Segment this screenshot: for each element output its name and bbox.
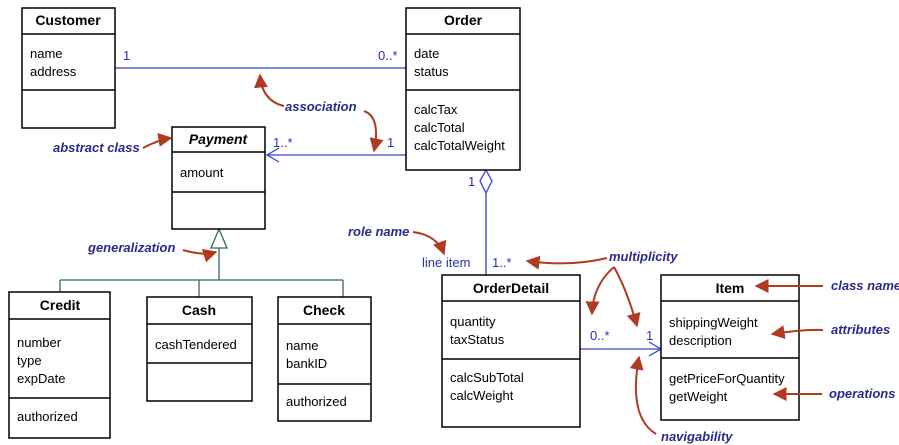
operation: getPriceForQuantity xyxy=(669,371,785,386)
attribute: amount xyxy=(180,165,224,180)
class-name: Customer xyxy=(35,12,101,28)
arrow-association-left xyxy=(253,73,285,107)
class-name: Credit xyxy=(40,297,81,313)
multiplicity-label: 0..* xyxy=(590,328,610,343)
class-check: Check name bankID authorized xyxy=(277,296,372,422)
arrow-role-name xyxy=(412,231,447,256)
annotation-class-name: class name xyxy=(831,278,899,293)
annotation-abstract-class: abstract class xyxy=(53,140,140,155)
aggregation-diamond xyxy=(479,168,493,195)
attribute: quantity xyxy=(450,314,496,329)
operation: calcTotal xyxy=(414,120,465,135)
generalization-triangle xyxy=(210,227,228,249)
arrow-abstract-class xyxy=(142,133,173,149)
attribute: taxStatus xyxy=(450,332,505,347)
annotation-multiplicity: multiplicity xyxy=(609,249,678,264)
arrow-multiplicity-right xyxy=(613,266,641,328)
operation: calcWeight xyxy=(450,388,514,403)
operation: authorized xyxy=(286,394,347,409)
annotation-attributes: attributes xyxy=(831,322,890,337)
arrow-association-right xyxy=(363,110,384,153)
annotation-association: association xyxy=(285,99,357,114)
multiplicity-label: 0..* xyxy=(378,48,398,63)
class-name: Payment xyxy=(189,131,249,147)
class-name: Order xyxy=(444,12,483,28)
class-name: OrderDetail xyxy=(473,280,549,296)
multiplicity-label: 1..* xyxy=(273,135,293,150)
role-name-label: line item xyxy=(422,255,470,270)
class-name: Check xyxy=(303,302,345,318)
operation: calcTax xyxy=(414,102,458,117)
arrow-multiplicity-up xyxy=(525,255,608,270)
annotation-generalization: generalization xyxy=(87,240,175,255)
class-order: Order date status calcTax calcTotal calc… xyxy=(405,7,521,171)
attribute: description xyxy=(669,333,732,348)
class-name: Item xyxy=(716,280,745,296)
annotation-arrows xyxy=(142,73,824,435)
class-name: Cash xyxy=(182,302,216,318)
attribute: cashTendered xyxy=(155,337,237,352)
class-customer: Customer name address xyxy=(21,7,116,129)
attribute: type xyxy=(17,353,42,368)
arrow-multiplicity-left xyxy=(585,266,615,316)
multiplicity-label: 1 xyxy=(468,174,475,189)
attribute: shippingWeight xyxy=(669,315,758,330)
attribute: date xyxy=(414,46,439,61)
attribute: name xyxy=(30,46,63,61)
operation: authorized xyxy=(17,409,78,424)
operation: getWeight xyxy=(669,389,728,404)
attribute: bankID xyxy=(286,356,327,371)
attribute: number xyxy=(17,335,62,350)
attribute: status xyxy=(414,64,449,79)
class-item: Item shippingWeight description getPrice… xyxy=(660,274,800,421)
multiplicity-label: 1 xyxy=(123,48,130,63)
multiplicity-label: 1 xyxy=(387,135,394,150)
arrow-generalization xyxy=(182,249,218,263)
attribute: expDate xyxy=(17,371,65,386)
class-payment: Payment amount xyxy=(171,126,266,230)
multiplicity-label: 1..* xyxy=(492,255,512,270)
class-orderdetail: OrderDetail quantity taxStatus calcSubTo… xyxy=(441,274,581,428)
annotation-operations: operations xyxy=(829,386,895,401)
attribute: name xyxy=(286,338,319,353)
annotation-role-name: role name xyxy=(348,224,409,239)
arrow-navigability xyxy=(629,355,657,435)
navigability-arrow-payment xyxy=(265,147,280,163)
generalization-tree xyxy=(59,227,344,297)
class-cash: Cash cashTendered xyxy=(146,296,253,402)
class-credit: Credit number type expDate authorized xyxy=(8,291,111,439)
arrow-attributes xyxy=(770,325,824,340)
operation: calcSubTotal xyxy=(450,370,524,385)
attribute: address xyxy=(30,64,77,79)
operation: calcTotalWeight xyxy=(414,138,505,153)
multiplicity-label: 1 xyxy=(646,328,653,343)
annotation-navigability: navigability xyxy=(661,429,733,444)
